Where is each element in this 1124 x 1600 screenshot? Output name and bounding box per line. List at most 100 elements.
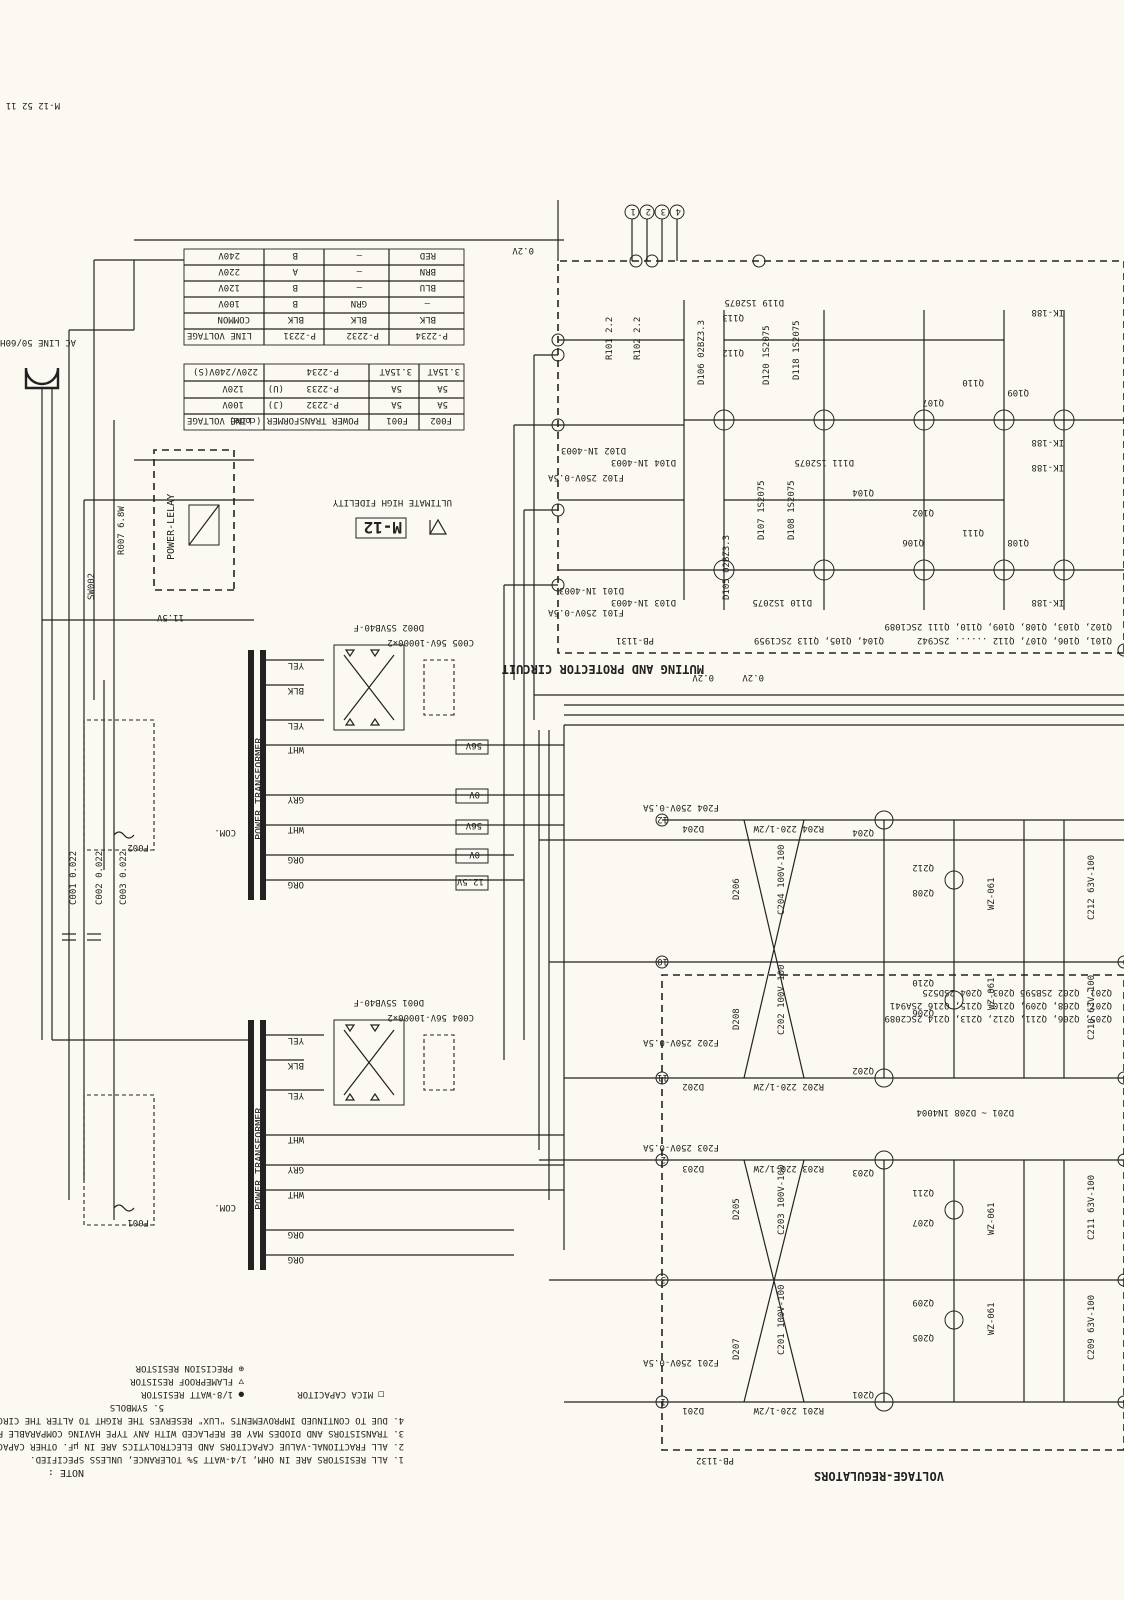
reg-term-5: 12 [657, 814, 668, 824]
v115-label: 11.5V [156, 612, 184, 622]
relay-coil-icon [188, 504, 220, 546]
reg-part-r203: R203 220-1/2W [753, 1163, 824, 1173]
reg-part-q203: Q203 [852, 1167, 874, 1177]
d002-label: D002 S5VB40-F [354, 622, 424, 632]
reg-term-7: 6 [1123, 1274, 1124, 1284]
mute-part-4: F101 250V-0.5A [548, 607, 624, 617]
mute-part-21: Q112 [722, 347, 744, 357]
tt-r1c4: 5A [437, 383, 448, 393]
bridge-rectifier-d001 [333, 1019, 405, 1106]
mute-part-8: D110 1S2075 [752, 597, 812, 607]
com-label-2: COM. [214, 827, 236, 837]
wire-wht-4: WHT [287, 1134, 304, 1144]
reg-part-wz4: WZ-061 [987, 877, 997, 910]
wire-wht-3: WHT [287, 1189, 304, 1199]
wire-org-2: ORG [288, 854, 304, 864]
m12-logo [355, 517, 448, 539]
vt-r0c1: BLK [287, 314, 304, 324]
vt-r1c3: — [424, 298, 430, 308]
voltage-table [183, 248, 465, 346]
vt-r0c3: BLK [419, 314, 436, 324]
vt-h1: P-2231 [283, 330, 316, 340]
reg-part-d202: D202 [682, 1081, 704, 1091]
notes-block: NOTE : 1. ALL RESISTORS ARE IN OHM, 1/4-… [0, 1363, 404, 1478]
transformer-table [183, 363, 465, 431]
reg-term-6: 5 [1123, 1396, 1124, 1406]
reg-part-q212: Q212 [912, 862, 934, 872]
reg-part-d201: D201 [682, 1405, 704, 1415]
muting-section-title: MUTING AND PROTECTOR CIRCUIT [502, 662, 704, 676]
note-4: 4. DUE TO CONTINUED IMPROVEMENTS "LUX" R… [0, 1415, 404, 1425]
reg-part-wz3: WZ-061 [987, 977, 997, 1010]
reg-note-1: Q201, Q202 2SB595 Q203, Q204 2SD525 [922, 987, 1112, 997]
tap-0v-1: 0V [469, 849, 480, 859]
wire-org-1: ORG [288, 879, 304, 889]
note-3: 3. TRANSISTORS AND DIODES MAY BE REPLACE… [0, 1428, 404, 1438]
wire-yel-3: YEL [288, 1090, 304, 1100]
primary-wiring [42, 239, 504, 1220]
reg-term-8: 7 [1123, 1154, 1124, 1164]
vt-r2c1: B [293, 282, 298, 292]
tap-label-boxes [455, 739, 489, 891]
mute-part-26: IK-188 [1031, 462, 1064, 472]
mute-part-27: IK-188 [1031, 437, 1064, 447]
wire-yel-2: YEL [288, 660, 304, 670]
reg-term-9: 8 [1123, 1072, 1124, 1082]
reg-part-q204: Q204 [852, 827, 874, 837]
reg-part-q202: Q202 [852, 1065, 874, 1075]
c004-label: C004 56V-10000×2 [387, 1012, 474, 1022]
power-transformer-2-label: POWER TRANSFORMER [254, 1107, 265, 1210]
note-9: □ MICA CAPACITOR [297, 1389, 384, 1399]
mute-part-13: D119 1S2075 [724, 297, 784, 307]
note-2: 2. ALL FRACTIONAL-VALUE CAPACITORS AND E… [0, 1441, 404, 1451]
vt-r1c1: B [293, 298, 298, 308]
regulators-section-title: VOLTAGE-REGULATORS [814, 1469, 944, 1483]
power-relay-label: POWER-LELAY [166, 494, 177, 560]
tt-r2c3: 3.15AT [379, 366, 412, 376]
reg-term-4: 10 [657, 956, 668, 966]
reg-term-1: 3 [661, 1274, 666, 1284]
reg-term-10: 9 [1123, 956, 1124, 966]
model-label: M-12 [363, 518, 402, 537]
reg-term-0: 1 [661, 1396, 666, 1406]
wire-gry-1: GRY [287, 794, 304, 804]
mute-part-9: D111 1S2075 [794, 457, 854, 467]
vt-r4c2: — [356, 250, 362, 260]
reg-part-c201: C201 100V-100 [777, 1285, 787, 1355]
c005-capacitor [423, 659, 455, 716]
reg-part-c203: C203 100V-100 [777, 1165, 787, 1235]
f001-label: F001 [127, 1217, 149, 1227]
power-relay-block [153, 449, 235, 591]
mute-part-29: D105 02BZ3.3 [722, 535, 732, 600]
vt-r1c2: GRN [351, 298, 367, 308]
mute-part-16: Q107 [922, 397, 944, 407]
reg-part-q209: Q209 [912, 1297, 934, 1307]
mute-part-19: Q110 [962, 377, 984, 387]
v02-label-c: 0.2V [742, 672, 764, 682]
note-7: ▽ FLAMEPROOF RESISTOR [130, 1376, 244, 1386]
top-terminal-1: 1 [631, 206, 636, 216]
wire-blk-1: BLK [287, 685, 304, 695]
ac-plug-icon [24, 367, 60, 1040]
reg-part-d208: D208 [732, 1008, 742, 1030]
reg-part-wz2: WZ-061 [987, 1202, 997, 1235]
reg-part-wz1: WZ-061 [987, 1302, 997, 1335]
reg-part-f203: F203 250V-0.5A [643, 1142, 719, 1152]
vt-r2c2: — [356, 282, 362, 292]
vt-h3: P-2234 [415, 330, 448, 340]
top-terminal-2: 2 [646, 206, 651, 216]
vt-r3c1: A [292, 266, 298, 276]
reg-part-d203: D203 [682, 1163, 704, 1173]
tap-56v-1: 56V [465, 820, 482, 830]
tt-h3: F002 [430, 415, 452, 425]
notes-title: NOTE : [48, 1467, 84, 1478]
reg-note-2: Q207, Q208, Q209, Q210, Q215, Q216 2SA94… [890, 1000, 1112, 1010]
voltage-regulators-block [661, 974, 1124, 1451]
vt-r4c1: B [293, 250, 298, 260]
mute-part-20: Q111 [962, 527, 984, 537]
reg-part-q205: Q205 [912, 1332, 934, 1342]
r007-label: R007 6.8W [117, 506, 127, 555]
power-transformer-1-label: POWER TRANSFORMER [254, 737, 265, 840]
